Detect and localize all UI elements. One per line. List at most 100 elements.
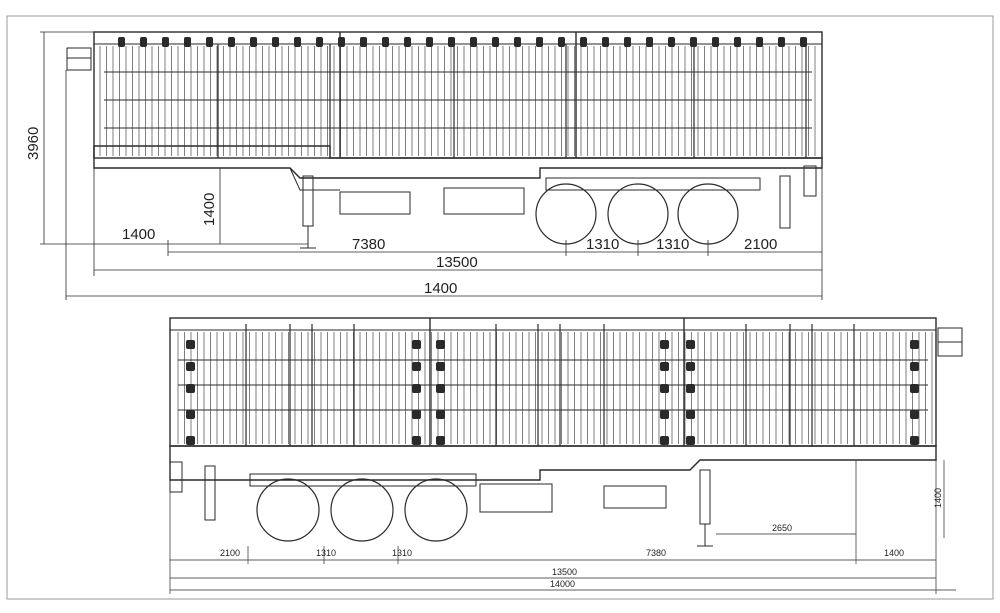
top-axle-spacing-2-label: 1310	[656, 236, 689, 253]
top-rope-hook	[382, 37, 389, 47]
bottom-side-hook	[660, 410, 669, 419]
top-trailer-elevation	[66, 31, 823, 249]
bottom-side-hook	[910, 384, 919, 393]
bottom-side-hook	[186, 362, 195, 371]
bottom-side-hook	[686, 384, 695, 393]
top-length-label: 13500	[436, 254, 478, 271]
bottom-side-hook	[660, 362, 669, 371]
bottom-side-hook	[186, 384, 195, 393]
bottom-side-hook	[660, 384, 669, 393]
bottom-side-hook	[436, 362, 445, 371]
top-rope-hook	[690, 37, 697, 47]
top-rope-hook	[448, 37, 455, 47]
bottom-landing-gear	[697, 469, 713, 547]
top-rope-hook	[250, 37, 257, 47]
bottom-side-hook	[412, 362, 421, 371]
bottom-side-hook	[412, 410, 421, 419]
top-rope-hook	[712, 37, 719, 47]
top-rope-hook	[602, 37, 609, 47]
top-rope-hook	[646, 37, 653, 47]
top-rope-hook	[272, 37, 279, 47]
bottom-length-label: 13500	[552, 567, 577, 577]
bottom-rear-label: 2100	[220, 548, 240, 558]
top-rope-hook	[360, 37, 367, 47]
top-rope-hook	[184, 37, 191, 47]
bottom-side-hook	[186, 340, 195, 349]
bottom-front-label: 1400	[884, 548, 904, 558]
bottom-side-hook	[910, 436, 919, 445]
top-rope-hook	[140, 37, 147, 47]
top-rope-hook	[492, 37, 499, 47]
bottom-kingpin-to-axle-label: 7380	[646, 548, 666, 558]
bottom-wheel-1	[256, 478, 320, 542]
top-rope-hook	[404, 37, 411, 47]
top-rope-hook	[580, 37, 587, 47]
top-wheel-3	[677, 183, 739, 245]
bottom-side-hook	[686, 340, 695, 349]
top-landing-gear	[300, 175, 316, 249]
top-dimension-labels: 3960 1400 1400 7380 1310 1310 2100 13500…	[25, 127, 777, 297]
top-rope-hook	[734, 37, 741, 47]
top-rope-hook	[756, 37, 763, 47]
top-dimension-lines	[40, 31, 823, 300]
bottom-side-hook	[436, 436, 445, 445]
bottom-side-hook	[436, 340, 445, 349]
top-rope-hook	[558, 37, 565, 47]
bottom-side-hook	[910, 340, 919, 349]
top-rear-label: 2100	[744, 236, 777, 253]
top-rope-hook	[536, 37, 543, 47]
top-chassis-frame	[93, 145, 823, 179]
top-cargo-body	[93, 31, 823, 159]
top-rope-hook	[668, 37, 675, 47]
bottom-side-hook	[660, 340, 669, 349]
bottom-side-hook	[412, 436, 421, 445]
top-kingpin-to-axle-label: 7380	[352, 236, 385, 253]
drawing-frame	[6, 15, 994, 600]
bottom-axle-spacing-2-label: 1310	[392, 548, 412, 558]
bottom-side-hook	[186, 436, 195, 445]
bottom-dimension-lines	[169, 460, 956, 594]
bottom-side-hook	[186, 410, 195, 419]
top-front-headboard	[66, 47, 92, 71]
top-rope-hook	[316, 37, 323, 47]
top-overall-label: 1400	[424, 280, 457, 297]
top-deck-height-label: 1400	[201, 193, 218, 226]
bottom-chassis-frame	[169, 445, 937, 481]
top-rope-hook	[228, 37, 235, 47]
bottom-landing-gear-label: 2650	[772, 523, 792, 533]
bottom-side-hook	[436, 384, 445, 393]
top-rear-overhang-label: 1400	[122, 226, 155, 243]
top-rope-hook	[778, 37, 785, 47]
top-rope-hook	[426, 37, 433, 47]
bottom-side-hook	[910, 362, 919, 371]
bottom-overall-label: 14000	[550, 579, 575, 589]
bottom-side-hook	[660, 436, 669, 445]
top-rope-hook	[470, 37, 477, 47]
top-wheel-1	[535, 183, 597, 245]
bottom-axle-spacing-1-label: 1310	[316, 548, 336, 558]
top-rope-hook	[624, 37, 631, 47]
top-rope-hook	[162, 37, 169, 47]
top-height-label: 3960	[25, 127, 42, 160]
top-wheel-2	[607, 183, 669, 245]
bottom-side-hook	[412, 340, 421, 349]
bottom-side-hook	[910, 410, 919, 419]
bottom-wheel-2	[330, 478, 394, 542]
top-rope-hook	[206, 37, 213, 47]
top-rope-hook	[294, 37, 301, 47]
top-rope-hook	[338, 37, 345, 47]
bottom-side-hook	[686, 436, 695, 445]
bottom-side-hook	[436, 410, 445, 419]
bottom-dimension-labels: 2100 1310 1310 7380 1400 2650 1400 13500…	[220, 488, 943, 589]
bottom-trailer-elevation	[169, 317, 963, 547]
top-rope-hook	[800, 37, 807, 47]
bottom-side-hook	[412, 384, 421, 393]
bottom-side-hook	[686, 362, 695, 371]
bottom-side-hook	[686, 410, 695, 419]
top-rope-hook	[118, 37, 125, 47]
top-axle-spacing-1-label: 1310	[586, 236, 619, 253]
top-rope-hook	[514, 37, 521, 47]
bottom-wheel-3	[404, 478, 468, 542]
bottom-deck-height-label: 1400	[933, 488, 943, 508]
